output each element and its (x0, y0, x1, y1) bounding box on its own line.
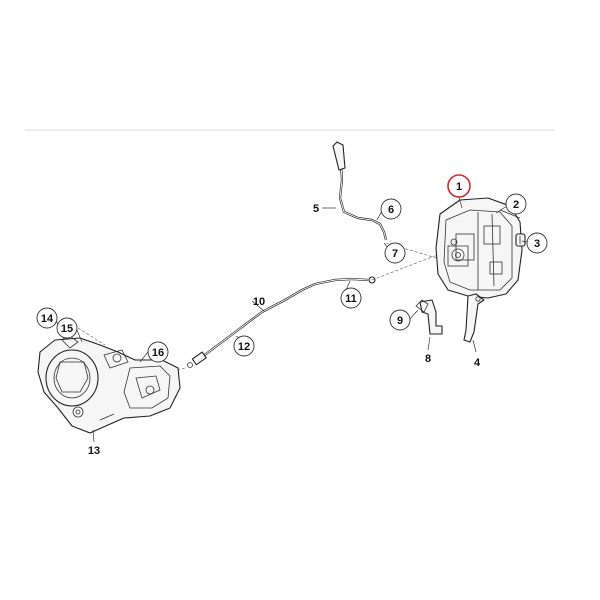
svg-text:11: 11 (345, 293, 357, 305)
svg-text:14: 14 (41, 313, 54, 325)
part-5-rod (332, 141, 388, 241)
part-13-actuator (37, 335, 181, 434)
svg-text:9: 9 (397, 315, 403, 327)
svg-text:16: 16 (152, 347, 164, 359)
svg-text:6: 6 (388, 204, 394, 216)
part-4-lever (463, 293, 485, 343)
svg-text:12: 12 (238, 341, 250, 353)
callout-9[interactable]: 9 (389, 309, 411, 331)
svg-text:10: 10 (253, 296, 265, 308)
callout-6[interactable]: 6 (380, 198, 402, 220)
callout-12[interactable]: 12 (233, 335, 255, 357)
callout-5[interactable]: 5 (313, 203, 319, 215)
callout-7[interactable]: 7 (384, 242, 406, 264)
callout-13[interactable]: 13 (88, 445, 100, 457)
callout-4[interactable]: 4 (474, 357, 481, 369)
callout-14[interactable]: 14 (36, 307, 58, 329)
part-8-bracket (415, 299, 443, 335)
svg-text:5: 5 (313, 203, 319, 215)
callout-16[interactable]: 16 (147, 341, 169, 363)
part-3-screw (515, 233, 526, 247)
svg-text:4: 4 (474, 357, 481, 369)
callout-11[interactable]: 11 (340, 287, 362, 309)
svg-text:2: 2 (513, 199, 519, 211)
part-10-cable (187, 276, 376, 368)
assembly-line-mid (371, 251, 446, 281)
svg-text:7: 7 (392, 248, 398, 260)
assembly-line-left (167, 367, 186, 373)
svg-text:8: 8 (425, 353, 431, 365)
callout-15[interactable]: 15 (56, 317, 78, 339)
svg-text:13: 13 (88, 445, 100, 457)
svg-text:15: 15 (61, 323, 73, 335)
svg-text:1: 1 (456, 181, 462, 193)
part-1-lock-housing (435, 197, 523, 299)
svg-text:3: 3 (534, 238, 540, 250)
callout-3[interactable]: 3 (526, 232, 548, 254)
callout-1[interactable]: 1 (447, 174, 471, 198)
assembly-line-15 (77, 327, 106, 346)
callout-8[interactable]: 8 (425, 353, 431, 365)
callout-2[interactable]: 2 (505, 193, 527, 215)
callout-10[interactable]: 10 (253, 296, 265, 308)
